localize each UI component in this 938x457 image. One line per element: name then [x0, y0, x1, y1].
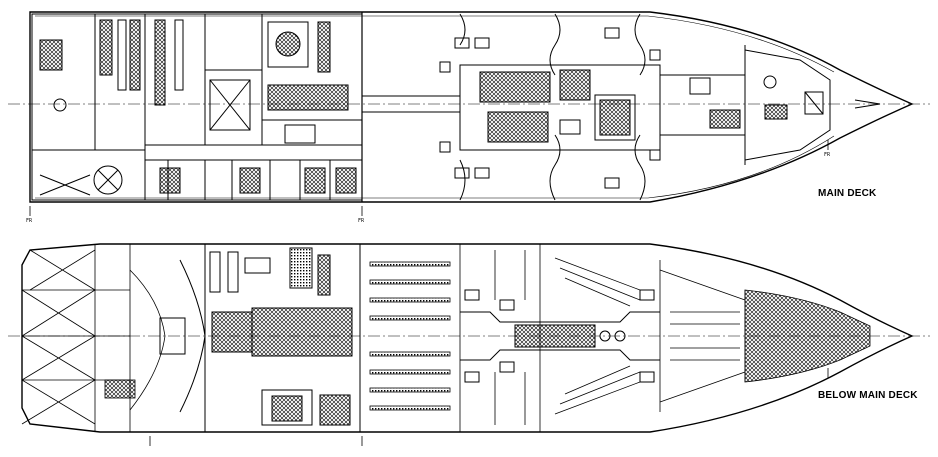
main-deck-plan: FR FR FR [8, 11, 930, 224]
main-deck-station-marks: FR FR FR [26, 140, 831, 224]
below-main-deck-label: BELOW MAIN DECK [818, 390, 918, 401]
engine-room [159, 244, 361, 432]
svg-text:FR: FR [824, 152, 831, 158]
main-deck-fore-section [689, 45, 881, 165]
bow-hatched-tank [744, 289, 871, 383]
below-deck-plan [8, 243, 930, 446]
svg-text:FR: FR [358, 218, 365, 224]
svg-text:FR: FR [26, 218, 33, 224]
aft-tanks [21, 244, 166, 432]
fore-racks [554, 257, 746, 415]
shaft-tunnel [460, 289, 660, 383]
main-deck-machinery-space [361, 12, 745, 202]
accommodation-block [31, 13, 363, 201]
main-deck-label: MAIN DECK [818, 188, 877, 199]
below-deck-station-marks [149, 368, 829, 446]
